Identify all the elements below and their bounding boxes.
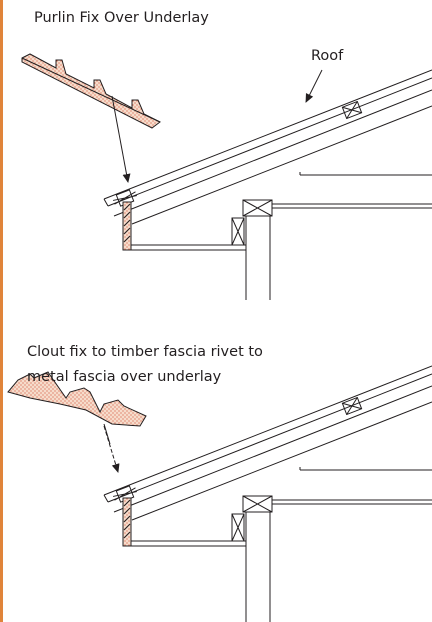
roof-label: Roof bbox=[311, 48, 344, 64]
clout-flashing-strip bbox=[7, 371, 147, 427]
arrow-clout-fix bbox=[103, 425, 120, 473]
purlin-flashing-strip bbox=[21, 53, 161, 129]
bottom-detail bbox=[7, 365, 432, 622]
arrow-purlin-fix bbox=[111, 95, 131, 183]
purlin-fix-caption: Purlin Fix Over Underlay bbox=[34, 10, 209, 26]
arrow-roof bbox=[305, 69, 323, 103]
left-accent-border bbox=[0, 0, 3, 622]
fascia-board-top bbox=[122, 201, 132, 251]
clout-fix-caption-line2: metal fascia over underlay bbox=[27, 369, 222, 385]
clout-fix-caption-line1: Clout fix to timber fascia rivet to bbox=[27, 344, 263, 360]
fascia-board-bottom bbox=[122, 497, 132, 547]
top-detail bbox=[21, 53, 432, 300]
